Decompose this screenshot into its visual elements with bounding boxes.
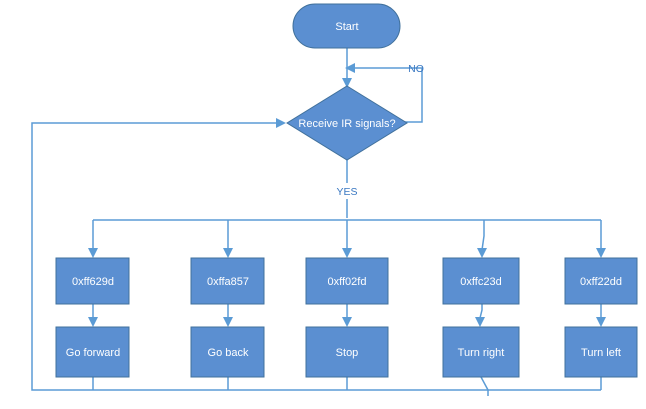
action-label-col5: Turn left <box>581 347 621 359</box>
arrowhead-start-decision <box>342 78 352 88</box>
arrowhead-code-action-col1 <box>88 317 98 327</box>
action-label-col4: Turn right <box>458 347 505 359</box>
code-label-col4: 0xffc23d <box>460 276 501 288</box>
code-box-col4 <box>442 257 520 305</box>
arrowhead-return-loop <box>276 118 286 128</box>
arrowhead-no-loop <box>345 63 355 73</box>
action-box-col1 <box>55 326 130 378</box>
arrowhead-code-action-col5 <box>596 317 606 327</box>
arrowhead-code-action-col2 <box>223 317 233 327</box>
connector-action-bottom-col4 <box>480 376 489 396</box>
action-box-col5 <box>564 326 638 378</box>
code-box-col3 <box>305 257 389 305</box>
action-box-col2 <box>190 326 265 378</box>
action-label-col2: Go back <box>208 347 249 359</box>
code-label-col3: 0xff02fd <box>328 276 367 288</box>
arrowhead-branch-col4 <box>477 248 487 258</box>
arrowhead-branch-col3 <box>342 248 352 258</box>
code-box-col5 <box>564 257 638 305</box>
connector-no-loop <box>353 67 423 123</box>
code-label-col1: 0xff629d <box>72 276 114 288</box>
start-terminator <box>292 3 401 49</box>
arrowhead-branch-col5 <box>596 248 606 258</box>
action-box-col3 <box>305 326 389 378</box>
arrowhead-branch-col2 <box>223 248 233 258</box>
code-boxes: 0xff629d 0xffa857 0xff02fd 0xffc23d 0xff… <box>55 257 638 305</box>
yes-label-bg <box>332 183 362 199</box>
start-label: Start <box>335 21 358 33</box>
connector-code-action-col4 <box>479 304 483 319</box>
code-box-col1 <box>55 257 130 305</box>
column-connectors <box>88 220 606 396</box>
code-label-col5: 0xff22dd <box>580 276 622 288</box>
code-box-col2 <box>190 257 265 305</box>
connector-return-loop <box>31 122 278 391</box>
arrowhead-branch-col1 <box>88 248 98 258</box>
arrowhead-code-action-col4 <box>475 317 485 327</box>
decision-diamond <box>286 85 408 161</box>
action-label-col3: Stop <box>336 347 359 359</box>
connector-branch-col4 <box>481 220 485 251</box>
action-label-col1: Go forward <box>66 347 120 359</box>
action-box-col4 <box>442 326 520 378</box>
arrowhead-code-action-col3 <box>342 317 352 327</box>
no-label: NO <box>408 63 424 75</box>
decision-label: Receive IR signals? <box>298 118 395 130</box>
yes-label: YES <box>336 186 357 198</box>
code-label-col2: 0xffa857 <box>207 276 249 288</box>
action-boxes: Go forward Go back Stop Turn right Turn … <box>55 326 638 378</box>
